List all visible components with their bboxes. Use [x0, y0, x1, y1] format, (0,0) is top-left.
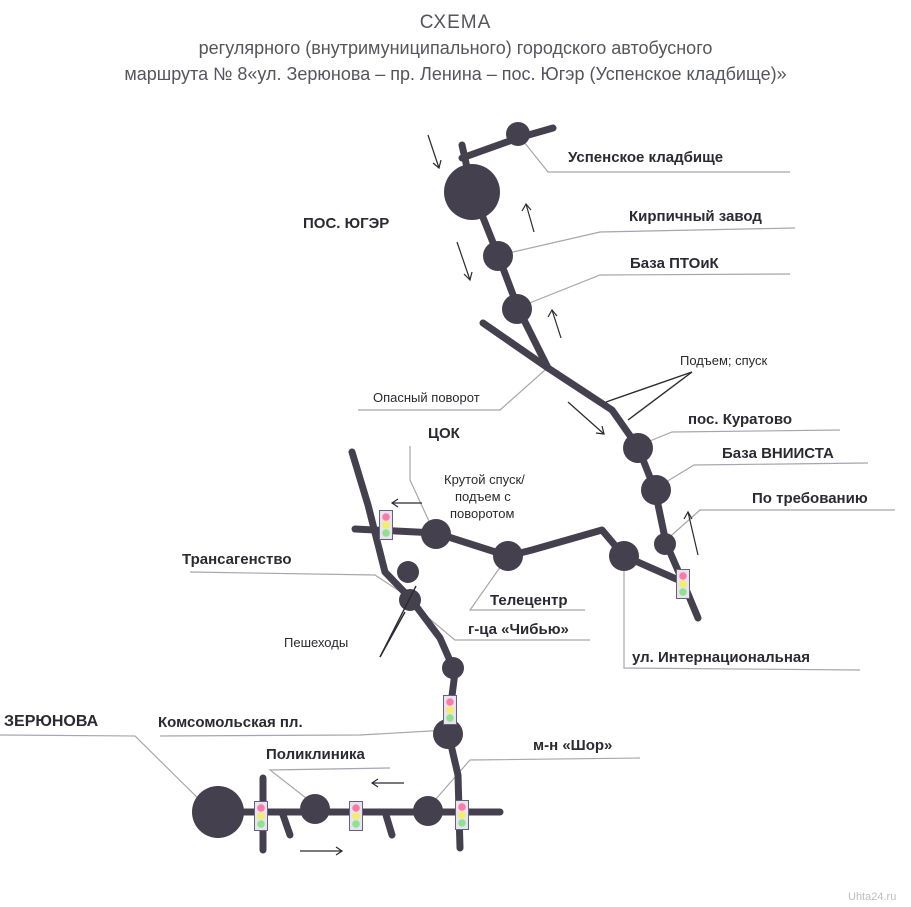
watermark: Uhta24.ru	[848, 891, 896, 903]
stop-transagentstvo	[397, 561, 419, 583]
route-name: маршрута № 8«ул. Зерюнова – пр. Ленина –…	[124, 64, 787, 84]
stop-kuratovo	[623, 433, 653, 463]
stop-labels: Успенское кладбище ПОС. ЮГЭР Кирпичный з…	[4, 149, 868, 763]
label-kuratovo: пос. Куратово	[688, 411, 792, 428]
label-zeryunova: ЗЕРЮНОВА	[4, 713, 99, 730]
route-notes: Подъем; спуск Опасный поворот Крутой спу…	[284, 353, 767, 650]
label-chibyu: г-ца «Чибью»	[468, 621, 569, 638]
label-telecentr: Телецентр	[490, 592, 568, 609]
stop-poliklinika	[300, 794, 330, 824]
stop-tsok	[421, 519, 451, 549]
map-title: СХЕМА	[419, 12, 492, 33]
route-stops	[192, 122, 676, 838]
note-opasny-povorot: Опасный поворот	[373, 390, 480, 405]
stop-uspenskoe	[506, 122, 530, 146]
stop-komsomolskaya-north	[442, 657, 464, 679]
arrow-up-icon	[683, 510, 699, 556]
traffic-light-icon	[455, 799, 469, 831]
traffic-light-icon	[379, 510, 393, 540]
arrow-down-right-icon	[567, 401, 605, 435]
note-peshekhody: Пешеходы	[284, 635, 348, 650]
direction-arrows	[300, 134, 699, 856]
label-baza-vniista: База ВНИИСТА	[722, 445, 834, 462]
arrow-down-icon	[456, 241, 473, 282]
stop-yuger	[444, 164, 500, 220]
stop-internatsionalnaya	[609, 541, 639, 571]
label-internatsionalnaya: ул. Интернациональная	[632, 649, 810, 666]
label-tsok: ЦОК	[428, 425, 461, 442]
stop-baza-vniista	[641, 475, 671, 505]
stop-zeryunova	[192, 786, 244, 838]
arrow-left-icon	[390, 498, 422, 508]
arrow-left-icon	[370, 778, 404, 788]
note-krutoy-2: подъем с	[455, 489, 511, 504]
label-po-trebovaniyu: По требованию	[752, 490, 868, 507]
traffic-light-icon	[443, 694, 457, 726]
stop-po-trebovaniyu	[654, 533, 676, 555]
arrow-up-icon	[547, 308, 562, 339]
note-krutoy-1: Крутой спуск/	[444, 472, 525, 487]
stop-chibyu	[399, 589, 421, 611]
label-shor: м-н «Шор»	[533, 737, 612, 754]
note-pointers	[379, 371, 693, 658]
arrow-up-icon	[521, 202, 535, 233]
label-leaders	[0, 136, 895, 813]
label-poliklinika: Поликлиника	[266, 746, 366, 763]
note-podem-spusk: Подъем; спуск	[680, 353, 767, 368]
stop-baza-ptoik	[502, 294, 532, 324]
traffic-light-icon	[676, 569, 690, 599]
note-krutoy-3: поворотом	[450, 506, 514, 521]
stop-kirpichny	[483, 241, 513, 271]
label-yuger: ПОС. ЮГЭР	[303, 215, 389, 232]
stop-shor	[413, 796, 443, 826]
label-komsomolskaya: Комсомольская пл.	[158, 714, 303, 731]
arrow-down-icon	[427, 134, 442, 170]
stop-telecentr	[493, 541, 523, 571]
label-kirpichny: Кирпичный завод	[629, 208, 762, 225]
traffic-light-icon	[254, 801, 268, 831]
traffic-light-icon	[349, 801, 363, 831]
label-uspenskoe: Успенское кладбище	[568, 149, 723, 166]
arrow-right-icon	[300, 846, 344, 856]
label-transagentstvo: Трансагенство	[182, 551, 292, 568]
label-baza-ptoik: База ПТОиК	[630, 255, 720, 272]
map-subtitle: регулярного (внутримуниципального) город…	[198, 38, 713, 58]
stop-komsomolskaya	[433, 719, 463, 749]
